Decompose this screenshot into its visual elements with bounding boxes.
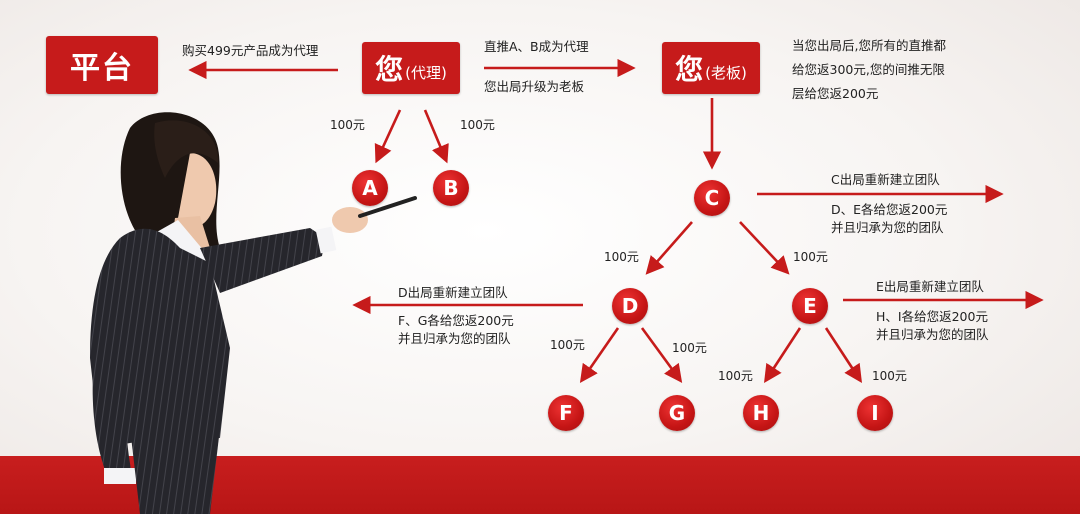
- d-note-line-2: F、G各给您返200元: [398, 313, 514, 328]
- node-h: H: [743, 395, 779, 431]
- you-boss-sub: (老板): [705, 63, 747, 82]
- d-note-line-1: D出局重新建立团队: [398, 285, 508, 300]
- arrow-d-to-g: [640, 327, 683, 383]
- arrow-c-to-d: [645, 221, 693, 275]
- c-note-line-1: C出局重新建立团队: [831, 172, 940, 187]
- e-note-line-3: 并且归承为您的团队: [876, 327, 989, 342]
- node-b: B: [433, 170, 469, 206]
- presenter-illustration: [90, 112, 417, 514]
- amount-d-f: 100元: [550, 338, 585, 352]
- arrow-e-to-h: [764, 327, 802, 384]
- e-note-line-2: H、I各给您返200元: [876, 309, 988, 324]
- you-agent-main: 您: [375, 53, 404, 86]
- c-note-line-3: 并且归承为您的团队: [831, 220, 944, 235]
- arrow-d-to-f: [579, 327, 620, 383]
- node-d: D: [612, 288, 648, 324]
- amount-e-i: 100元: [872, 369, 907, 383]
- you-boss-box: 您(老板): [662, 42, 760, 94]
- e-note-line-1: E出局重新建立团队: [876, 279, 984, 294]
- arrow-e-to-i: [824, 327, 862, 384]
- node-g: G: [659, 395, 695, 431]
- node-e: E: [792, 288, 828, 324]
- amount-c-d: 100元: [604, 250, 639, 264]
- boss-note-line-3: 层给您返200元: [792, 86, 879, 101]
- platform-label: 平台: [70, 51, 134, 86]
- platform-box: 平台: [46, 36, 158, 94]
- label-agent-to-platform: 购买499元产品成为代理: [182, 43, 319, 58]
- amount-c-e: 100元: [793, 250, 828, 264]
- amount-agent-a: 100元: [330, 118, 365, 132]
- amount-d-g: 100元: [672, 341, 707, 355]
- boss-note-line-2: 给您返300元,您的间推无限: [792, 62, 945, 77]
- you-agent-sub: (代理): [405, 63, 447, 82]
- arrow-agent-to-a: [374, 109, 402, 164]
- node-a: A: [352, 170, 388, 206]
- you-boss-main: 您: [675, 53, 704, 86]
- arrow-agent-to-b: [423, 109, 449, 164]
- label-agent-to-boss-bottom: 您出局升级为老板: [484, 79, 585, 94]
- label-agent-to-boss-top: 直推A、B成为代理: [484, 39, 589, 54]
- amount-agent-b: 100元: [460, 118, 495, 132]
- amount-e-h: 100元: [718, 369, 753, 383]
- d-note-line-3: 并且归承为您的团队: [398, 331, 511, 346]
- arrow-c-to-e: [739, 221, 790, 275]
- node-f: F: [548, 395, 584, 431]
- boss-note-line-1: 当您出局后,您所有的直推都: [792, 38, 946, 53]
- you-agent-box: 您(代理): [362, 42, 460, 94]
- node-c: C: [694, 180, 730, 216]
- c-note-line-2: D、E各给您返200元: [831, 202, 948, 217]
- node-i: I: [857, 395, 893, 431]
